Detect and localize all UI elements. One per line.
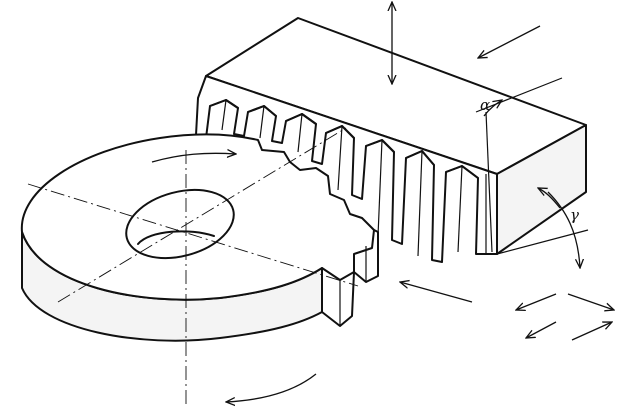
rake-angle-arc — [547, 191, 580, 268]
rack-feed-arrow — [478, 25, 541, 58]
center-lines — [27, 127, 359, 404]
relief-flank-line — [485, 111, 493, 253]
gear-pitch-line — [57, 127, 347, 303]
rake-angle-label: γ — [570, 206, 579, 224]
rack-index-arrow-right — [567, 293, 614, 310]
rack-traverse-arrow — [400, 282, 473, 303]
relief-angle-arc — [483, 100, 502, 117]
gear-bore — [125, 188, 235, 260]
rake-reference-line — [496, 229, 589, 255]
angle-construction: α γ — [475, 77, 589, 268]
rack-index-arrow-left — [516, 293, 557, 310]
gear-horizontal-centerline — [27, 183, 359, 287]
relief-reference-line — [475, 77, 563, 113]
motion-arrows — [151, 2, 614, 402]
gear-blank — [20, 133, 379, 342]
gear-tooth-wall-2 — [353, 229, 379, 283]
gear-rotation-arrow-bottom — [226, 373, 317, 402]
gear-bore-inner-edge — [137, 230, 215, 245]
gear-rotation-arrow-top — [151, 153, 236, 163]
relief-angle-label: α — [480, 96, 490, 114]
